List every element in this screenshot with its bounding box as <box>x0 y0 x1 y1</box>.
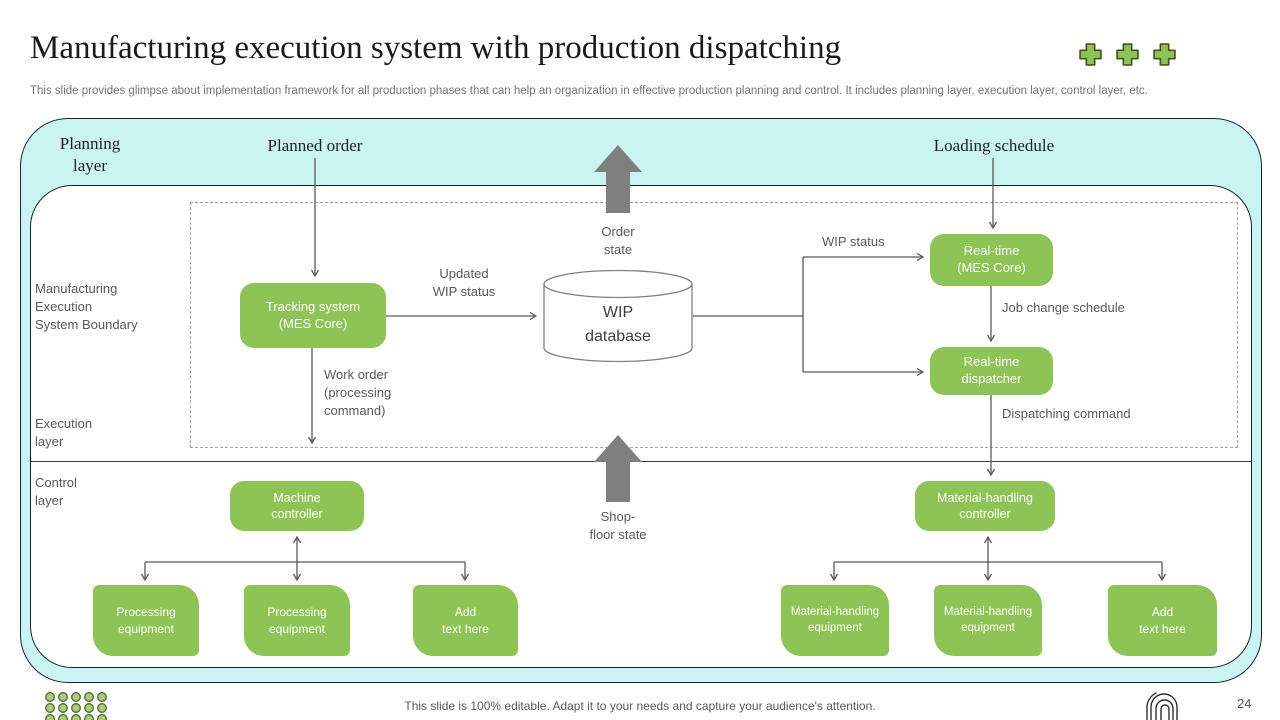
updated-wip-status-label: Updated WIP status <box>432 266 496 299</box>
plus-icon <box>1079 43 1102 66</box>
work-order-label: Work order (processing command) <box>324 367 392 418</box>
control-layer-label: Control layer <box>35 475 77 508</box>
node-material-equipment-1: Material-handling equipment <box>781 585 889 656</box>
control-layer-divider <box>31 461 1251 462</box>
database-cylinder-icon <box>543 269 693 363</box>
plus-icon <box>1116 43 1139 66</box>
footer-note: This slide is 100% editable. Adapt it to… <box>404 699 876 713</box>
slide-subtitle: This slide provides glimpse about implem… <box>30 85 1148 97</box>
job-change-schedule-label: Job change schedule <box>1002 300 1125 315</box>
node-add-text-1: Add text here <box>413 585 518 656</box>
wip-database-label: WIP database <box>585 304 651 345</box>
node-processing-equipment-1: Processing equipment <box>93 585 199 656</box>
planned-order-label: Planned order <box>267 136 363 155</box>
dispatching-command-label: Dispatching command <box>1002 406 1131 421</box>
node-material-handling-controller: Material-handling controller <box>915 481 1055 531</box>
plus-icons-row <box>1078 42 1177 67</box>
plus-icon <box>1153 43 1176 66</box>
node-processing-equipment-2: Processing equipment <box>244 585 350 656</box>
page-title: Manufacturing execution system with prod… <box>30 30 842 66</box>
node-tracking-system: Tracking system (MES Core) <box>240 283 386 348</box>
wip-status-label: WIP status <box>822 234 885 249</box>
mes-boundary-dashed-box <box>190 202 1238 448</box>
loading-schedule-label: Loading schedule <box>933 136 1055 155</box>
node-material-equipment-2: Material-handling equipment <box>934 585 1042 656</box>
node-realtime-dispatcher: Real-time dispatcher <box>930 347 1053 395</box>
fingerprint-icon <box>1146 692 1178 720</box>
node-add-text-2: Add text here <box>1108 585 1217 656</box>
node-realtime-mes-core: Real-time (MES Core) <box>930 234 1053 286</box>
page-number: 24 <box>1237 696 1252 711</box>
dots-grid-icon <box>45 692 107 720</box>
planning-layer-label: Planning layer <box>59 134 121 176</box>
shop-floor-state-label: Shop- floor state <box>589 509 647 542</box>
mes-boundary-label: Manufacturing Execution System Boundary <box>35 281 138 332</box>
node-machine-controller: Machine controller <box>230 481 364 531</box>
order-state-label: Order state <box>601 224 635 257</box>
execution-layer-label: Execution layer <box>35 416 93 449</box>
